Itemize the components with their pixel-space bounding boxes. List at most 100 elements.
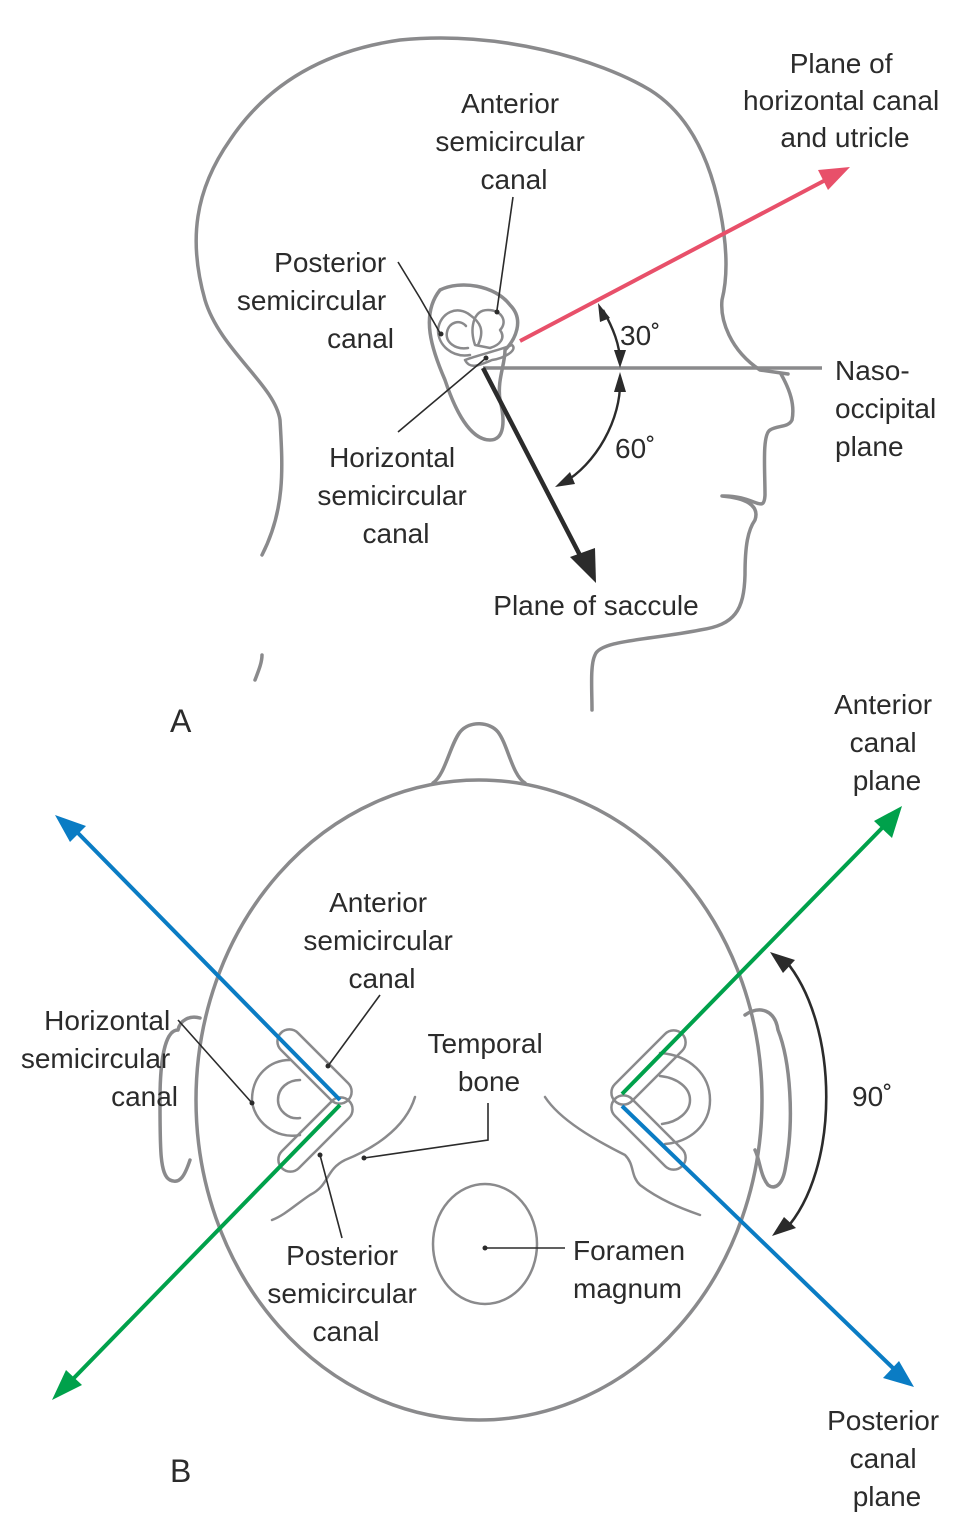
leader-dot [438, 331, 444, 337]
panel-label-a: A [170, 703, 192, 739]
leader-dot [494, 309, 500, 315]
label-line: Anterior [329, 887, 427, 918]
label-line: plane [835, 431, 904, 462]
label-horizontal-canal-b: Horizontal semicircular canal [21, 1005, 178, 1112]
label-line: Horizontal [44, 1005, 170, 1036]
label-line: canal [313, 1316, 380, 1347]
right-posterior-blue-plane [620, 1104, 897, 1372]
label-line: Temporal [428, 1028, 543, 1059]
right-anterior-green-plane [620, 823, 887, 1096]
labyrinth-posterior-canal [436, 309, 483, 357]
label-line: bone [458, 1066, 520, 1097]
leader-dot [361, 1155, 367, 1161]
saccule-plane-arrow [481, 366, 587, 567]
leader-anterior-canal-b [327, 994, 381, 1067]
label-line: plane [853, 1481, 922, 1512]
label-line: Posterior [827, 1405, 939, 1436]
label-line: canal [850, 727, 917, 758]
horizontal-canal-plane-arrow [519, 173, 836, 343]
left-horizontal-canal-inner [276, 1078, 302, 1120]
angle-90-arrowhead-top [770, 952, 795, 973]
leader-dot [317, 1152, 323, 1158]
label-line: semicircular [237, 285, 386, 316]
leader-dot [482, 1245, 488, 1251]
chin-bottom-outline [253, 653, 264, 682]
label-angle-30: 30˚ [620, 320, 660, 351]
label-line: semicircular [303, 925, 452, 956]
panel-label-b: B [170, 1453, 191, 1489]
angle-90-arrowhead-bottom [772, 1217, 796, 1236]
left-posterior-canal-capsule [277, 1096, 354, 1173]
leader-dot [249, 1100, 255, 1106]
label-plane-of-saccule: Plane of saccule [493, 590, 698, 621]
blue-arrowhead-lower-right [883, 1361, 914, 1387]
green-arrowhead-upper-right [874, 806, 902, 838]
left-anterior-blue-plane [73, 828, 342, 1102]
leader-horizontal-canal-b [177, 1019, 253, 1104]
label-foramen-magnum: Foramen magnum [573, 1235, 693, 1304]
label-anterior-canal-plane: Anterior canal plane [834, 689, 940, 796]
label-line: Posterior [286, 1240, 398, 1271]
label-line: canal [850, 1443, 917, 1474]
right-horizontal-canal-outer [658, 1051, 712, 1146]
label-anterior-canal-a: Anterior semicircular canal [435, 88, 592, 195]
right-temporal-bone-contour [543, 1095, 702, 1217]
skull-outline [194, 778, 764, 1422]
label-plane-horizontal-canal: Plane of horizontal canal and utricle [743, 48, 947, 153]
label-posterior-canal-plane: Posterior canal plane [827, 1405, 947, 1512]
label-line: Anterior [461, 88, 559, 119]
label-line: Foramen [573, 1235, 685, 1266]
label-naso-occipital-plane: Naso- occipital plane [835, 355, 944, 462]
label-angle-90: 90˚ [852, 1081, 892, 1112]
right-horizontal-canal-inner [658, 1074, 692, 1126]
label-horizontal-canal-a: Horizontal semicircular canal [317, 442, 474, 549]
label-line: semicircular [435, 126, 584, 157]
left-horizontal-canal-outer [250, 1058, 302, 1138]
label-line: Posterior [274, 247, 386, 278]
panel-b: Anterior canal plane Anterior semicircul… [21, 689, 947, 1512]
labyrinth-anterior-canal [471, 308, 505, 350]
leader-anterior-canal [496, 196, 514, 311]
label-line: occipital [835, 393, 936, 424]
leader-posterior-canal [397, 261, 441, 334]
label-line: magnum [573, 1273, 682, 1304]
label-posterior-canal-b: Posterior semicircular canal [267, 1240, 424, 1347]
angle-60-arc [562, 377, 622, 485]
nose-chin-outline [589, 372, 795, 712]
label-line: canal [349, 963, 416, 994]
label-line: Plane of [790, 48, 893, 79]
label-angle-60: 60˚ [615, 433, 655, 464]
label-line: and utricle [780, 122, 909, 153]
left-ear-outline [158, 1015, 202, 1183]
angle-30-arrowhead-top [598, 303, 610, 322]
saccule-plane-arrowhead [570, 548, 596, 583]
leader-dot [483, 355, 489, 361]
label-line: plane [853, 765, 922, 796]
left-anterior-canal-capsule [276, 1028, 353, 1105]
label-line: horizontal canal [743, 85, 939, 116]
label-anterior-canal-b: Anterior semicircular canal [303, 887, 460, 994]
label-line: semicircular [267, 1278, 416, 1309]
foramen-magnum-outline [431, 1182, 539, 1306]
leader-dot [325, 1063, 331, 1069]
leader-horizontal-canal [397, 357, 487, 433]
leader-temporal-bone [363, 1103, 489, 1159]
label-temporal-bone: Temporal bone [428, 1028, 551, 1097]
angle-60-arrowhead-top [614, 372, 626, 392]
label-posterior-canal-a: Posterior semicircular canal [237, 247, 394, 354]
labyrinth-posterior-canal-inner [445, 320, 470, 350]
ear-outline [427, 283, 520, 442]
horizontal-canal-plane-arrowhead [818, 167, 850, 190]
nose-bump-outline [431, 722, 527, 785]
label-line: semicircular [21, 1043, 170, 1074]
blue-arrowhead-upper-left [55, 815, 86, 842]
label-line: Naso- [835, 355, 910, 386]
green-arrowhead-lower-left [52, 1370, 82, 1400]
leader-posterior-canal-b [319, 1154, 343, 1239]
label-line: semicircular [317, 480, 466, 511]
label-line: Anterior [834, 689, 932, 720]
right-ear-outline [743, 1008, 793, 1189]
panel-a: Plane of horizontal canal and utricle An… [170, 36, 947, 739]
label-line: canal [327, 323, 394, 354]
